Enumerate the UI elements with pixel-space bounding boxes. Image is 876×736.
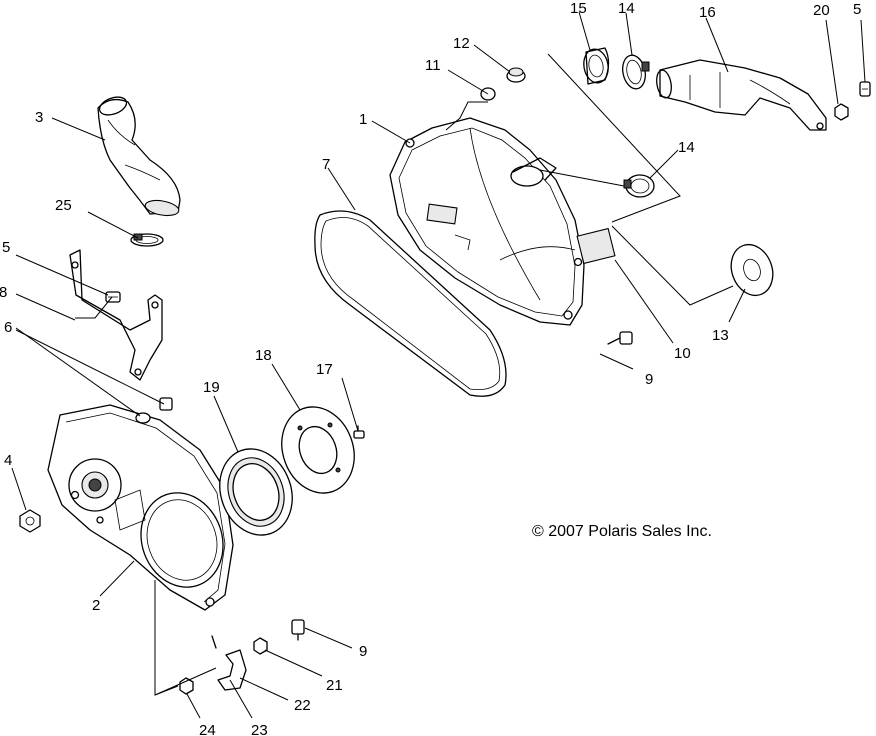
callout-7: 7	[322, 156, 330, 173]
callout-14-lower: 14	[678, 139, 695, 156]
part-14-clamp-upper	[622, 54, 650, 90]
callout-9-upper: 9	[645, 371, 653, 388]
callout-19: 19	[203, 379, 220, 396]
part-5-bolt-right	[859, 81, 871, 97]
part-10-vent-screen	[576, 227, 616, 265]
callout-5-left: 5	[2, 239, 10, 256]
copyright-notice: © 2007 Polaris Sales Inc.	[532, 523, 712, 540]
callout-6: 6	[4, 319, 12, 336]
part-2-inner-clutch-cover	[47, 404, 234, 611]
callout-5-right: 5	[853, 1, 861, 18]
callout-12: 12	[453, 35, 470, 52]
part-14-clamp-lower	[623, 174, 655, 198]
part-12-grommet	[506, 67, 526, 83]
callout-20: 20	[813, 2, 830, 19]
callout-3: 3	[35, 109, 43, 126]
part-9-bolt-upper	[607, 331, 633, 345]
callout-14-upper: 14	[618, 0, 635, 17]
part-20-nut	[834, 103, 849, 121]
part-5-bolt-left	[105, 291, 121, 303]
part-17-screw	[353, 425, 365, 439]
part-22-clip	[217, 649, 247, 691]
part-4-washer	[19, 509, 41, 533]
part-8-bracket	[69, 249, 163, 381]
callout-17: 17	[316, 361, 333, 378]
callout-22: 22	[294, 697, 311, 714]
part-25-hose-clamp	[130, 233, 164, 247]
part-21-washer	[253, 637, 268, 655]
callout-11: 11	[425, 57, 441, 74]
part-24-nut	[179, 677, 194, 695]
part-3-intake-duct	[97, 96, 181, 217]
part-23-pin	[211, 635, 217, 649]
callout-21: 21	[326, 677, 343, 694]
callout-13: 13	[712, 327, 729, 344]
callout-23: 23	[251, 722, 268, 736]
part-7-drive-belt	[314, 210, 507, 397]
callout-15: 15	[570, 0, 587, 17]
part-19-seal	[219, 448, 293, 536]
part-13-seal-disc	[730, 243, 774, 297]
leader-lines	[11, 11, 866, 719]
callout-25: 25	[55, 197, 72, 214]
callout-4: 4	[4, 452, 12, 469]
callout-8: 8	[0, 284, 7, 301]
part-15-coupler	[583, 47, 610, 85]
callout-18: 18	[255, 347, 272, 364]
part-16-outlet-duct	[656, 59, 827, 131]
callout-9-lower: 9	[359, 643, 367, 660]
callout-2: 2	[92, 597, 100, 614]
part-1-outer-clutch-cover	[389, 117, 585, 326]
part-18-gasket	[281, 406, 355, 494]
part-9-bolt-lower	[291, 619, 305, 641]
callout-16: 16	[699, 4, 716, 21]
callout-10: 10	[674, 345, 691, 362]
callout-24: 24	[199, 722, 216, 736]
callout-1: 1	[359, 111, 367, 128]
